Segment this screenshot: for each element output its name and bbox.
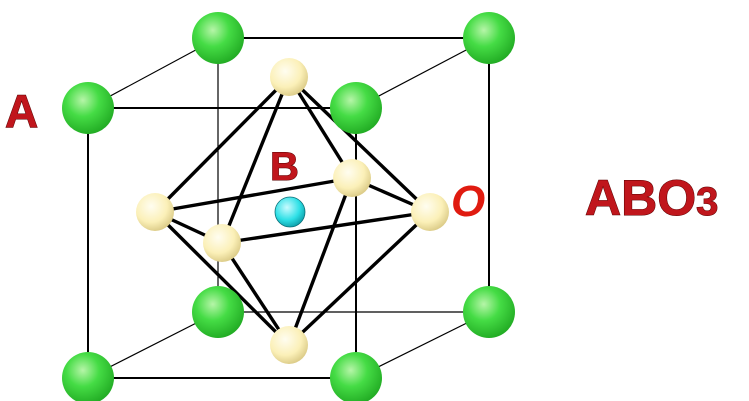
o-site-label: O: [451, 177, 485, 226]
octahedron-edge: [220, 242, 291, 346]
oxygen-atom-bottom: [270, 326, 308, 364]
formula-main: ABO: [585, 170, 696, 226]
oxygen-atom-back: [333, 159, 371, 197]
octahedron-edge: [153, 75, 291, 214]
octahedron-edge: [221, 210, 431, 245]
a-site-atom: [463, 12, 515, 64]
cube-front-face: [87, 107, 357, 379]
octahedron-edge: [287, 75, 432, 214]
oxygen-atom-top: [270, 58, 308, 96]
octahedron-edge: [153, 210, 291, 347]
oxygen-atom-left: [136, 193, 174, 231]
formula-label: ABO3: [585, 170, 718, 226]
formula-subscript: 3: [696, 180, 718, 224]
b-site-label: B: [270, 145, 299, 189]
a-site-atom: [62, 352, 114, 401]
octahedron-edge: [154, 176, 353, 214]
a-site-label: A: [5, 85, 38, 137]
oxygen-atom-right: [411, 193, 449, 231]
b-site-atom: [274, 196, 306, 228]
a-site-atom: [330, 82, 382, 134]
a-site-atom: [330, 352, 382, 401]
cube-back-face: [217, 37, 490, 313]
octahedron-edge: [287, 210, 432, 347]
octahedron-edge: [287, 177, 354, 346]
a-site-atom: [62, 82, 114, 134]
octahedron-edge: [287, 76, 354, 179]
a-site-atom: [463, 286, 515, 338]
oxygen-atom-front: [203, 224, 241, 262]
a-site-atom: [192, 12, 244, 64]
a-site-atom: [192, 286, 244, 338]
octahedron-edge: [220, 76, 291, 244]
